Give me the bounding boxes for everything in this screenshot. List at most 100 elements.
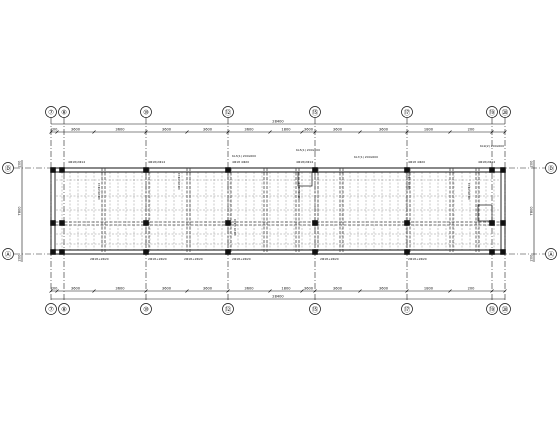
top-dim-tick-9 (358, 130, 362, 134)
axis-bubble-top-label: ⑮ (312, 108, 319, 116)
column (500, 249, 506, 255)
top-dim-seg-label: 200 (51, 128, 59, 132)
beam-note: 4Φ18 4Φ20 (408, 160, 425, 164)
column (404, 249, 410, 255)
bottom-dim-seg-label: 3600 (71, 287, 81, 291)
beam-note-vertical: 4Φ18/2Φ14 (467, 183, 471, 200)
left-dim-label: 200 (18, 160, 22, 168)
bottom-dim-tick-7 (300, 289, 304, 293)
bottom-dim-seg-label: 3600 (379, 287, 389, 291)
beam-note: 2Φ18+2Φ20 (320, 257, 339, 261)
axis-bubble-bottom-label: ⑦ (48, 305, 54, 313)
top-dim-seg-label: 3600 (115, 128, 125, 132)
axis-bubble-top-circle (499, 106, 511, 118)
axis-bubble-bottom-label: ⑲ (489, 305, 496, 313)
top-dim-seg-label: 3600 (162, 128, 172, 132)
axis-bubble-right-circle (545, 162, 557, 174)
bottom-dim-tick-5 (226, 289, 230, 293)
column (500, 167, 506, 173)
slab-hatching (56, 172, 500, 250)
axis-bubble-bottom-circle (45, 303, 57, 315)
column (59, 249, 65, 255)
top-dim-seg-label: 3600 (71, 128, 81, 132)
column (50, 167, 56, 173)
beam-note-vertical: 4Φ18/2Φ14 (97, 183, 101, 200)
axis-bubble-bottom-label: ⑳ (502, 305, 509, 313)
axis-bubble-top: ⑰ (401, 106, 413, 118)
beam-note: 4Φ18 4Φ20 (232, 160, 249, 164)
beam-note: 4Φ18/2Φ14 (68, 160, 85, 164)
top-dim-seg-label: 3600 (333, 128, 343, 132)
bottom-dim-tick-9 (358, 289, 362, 293)
beam-note: 2Φ18+2Φ20 (408, 257, 427, 261)
right-dim-label: 200 (530, 160, 534, 168)
top-dim-seg-label: 3600 (304, 128, 314, 132)
beam-note: 2Φ18+2Φ20 (90, 257, 109, 261)
axis-bubble-top-label: ⑰ (404, 108, 411, 116)
bottom-dim-tick-2 (92, 289, 96, 293)
top-dim-tick-3 (144, 130, 148, 134)
axis-bubble-right: Ⓐ (545, 248, 557, 260)
axis-bubble-right-label: Ⓓ (548, 164, 555, 172)
axis-bubble-left-label: Ⓐ (5, 250, 12, 258)
bottom-dim-seg-label: 3600 (115, 287, 125, 291)
bottom-dim-tick-12 (490, 289, 494, 293)
axis-bubble-bottom-circle (58, 303, 70, 315)
top-dim-seg-label: 1800 (281, 128, 291, 132)
beam-note: KL7(1) 200x600 (354, 155, 378, 159)
axis-bubble-bottom: ⑲ (486, 303, 498, 315)
beam-note-vertical: 4Φ18 4Φ20 (407, 173, 411, 190)
axis-bubble-right-label: Ⓐ (548, 250, 555, 258)
axis-bubble-bottom: ⑧ (58, 303, 70, 315)
left-dim-label: 7800 (18, 206, 22, 216)
axis-bubble-left: Ⓐ (2, 248, 14, 260)
axis-bubble-bottom-label: ⑫ (225, 305, 232, 313)
axis-bubble-top-label: ⑫ (225, 108, 232, 116)
axis-bubble-bottom: ⑳ (499, 303, 511, 315)
right-dim-label: 200 (530, 254, 534, 262)
bottom-dim-tick-3 (144, 289, 148, 293)
bottom-dim-tick-0 (49, 289, 53, 293)
bottom-dim-tick-4 (185, 289, 189, 293)
axis-bubble-bottom-label: ⑮ (312, 305, 319, 313)
beam-note: 2Φ18+2Φ20 (148, 257, 167, 261)
top-dim-tick-5 (226, 130, 230, 134)
column (225, 249, 231, 255)
bottom-dim-seg-label: 3600 (162, 287, 172, 291)
axis-bubble-top-label: ⑳ (502, 108, 509, 116)
axis-bubble-right-circle (545, 248, 557, 260)
axis-bubble-bottom: ⑫ (222, 303, 234, 315)
axis-bubble-top-circle (140, 106, 152, 118)
dimension-lines: 200 3600 3600 3600 3600 3600 1800 3600 3600 3600 1… (18, 120, 535, 300)
axis-bubble-bottom-circle (222, 303, 234, 315)
bottom-dim-seg-label: 1800 (281, 287, 291, 291)
column (143, 167, 149, 173)
axis-bubble-top-circle (58, 106, 70, 118)
column (312, 220, 318, 226)
top-dim-seg-label: 3600 (203, 128, 213, 132)
axis-bubble-top: ⑩ (140, 106, 152, 118)
column (489, 249, 495, 255)
left-dim-label: 200 (18, 254, 22, 262)
axis-bubble-bottom: ⑦ (45, 303, 57, 315)
right-dim-label: 7800 (530, 206, 534, 216)
top-dim-tick-11 (448, 130, 452, 134)
top-dim-seg-label: 1800 (424, 128, 434, 132)
axis-bubble-bottom-circle (401, 303, 413, 315)
axis-bubble-top-circle (309, 106, 321, 118)
top-dim-seg-label: 3600 (244, 128, 254, 132)
bottom-dim-tick-6 (268, 289, 272, 293)
bottom-dim-seg-label: 200 (51, 287, 59, 291)
axis-bubble-left-circle (2, 162, 14, 174)
top-dim-tick-10 (405, 130, 409, 134)
stair-void-outline (477, 204, 493, 222)
axis-bubble-bottom-circle (309, 303, 321, 315)
beam-note: 4Φ18/2Φ14 (296, 160, 313, 164)
bottom-dim-tick-11 (448, 289, 452, 293)
axis-bubble-top-circle (486, 106, 498, 118)
beam-note: KL9(2) 200x600 (480, 144, 504, 148)
axis-bubble-top-label: ⑦ (48, 108, 54, 116)
beam-note-vertical: 4Φ18/2Φ14 (297, 183, 301, 200)
axis-bubble-left-circle (2, 248, 14, 260)
